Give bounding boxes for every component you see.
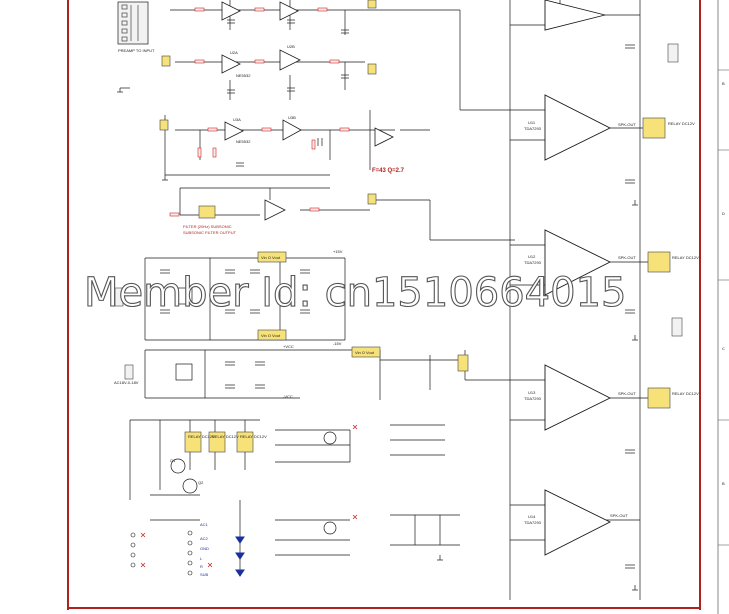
spk-out-3: SPK-OUT [618,391,636,396]
preamp-pots [159,0,377,219]
conn-gnd: GND [200,546,209,551]
spk-out-2: SPK-OUT [618,255,636,260]
supply-output-connector [457,354,469,372]
no-connect-marks [140,424,358,568]
zone-ticks [718,69,729,546]
amp-relay-3: RELAY DC12V [672,391,699,396]
rail-vcc-2: -VCC [283,394,293,399]
filter-q-label: F=43 Q=2.7 [372,168,405,174]
preamp-opamps [221,1,394,221]
conn-sub: SUB [200,572,209,577]
u2b-label: U2B [287,44,295,49]
amp-u11: U11 [528,120,536,125]
spk-out-1: SPK-OUT [618,122,636,127]
svg-text:FILTER (20Hz) SUBSONIC: FILTER (20Hz) SUBSONIC [183,224,232,229]
rail-vcc-1: +VCC [283,344,294,349]
ground-symbols [117,88,638,591]
prot-q2: Q2 [198,480,204,485]
opamp-part-2: NE5532 [236,139,251,144]
amp-relays [642,117,671,409]
prot-q1: Q1 [170,458,176,463]
bridge-rectifiers [175,287,193,381]
prot-relay-1: RELAY DC12V [188,434,215,439]
amp-part-1: TDA7293 [524,126,542,131]
output-connectors [667,43,683,337]
amp-u14: U14 [528,514,536,519]
preamp-resistors [169,7,350,217]
spk-out-4: SPK-OUT [610,513,628,518]
bottom-connectors [130,530,193,576]
rail-15-2: -15V [333,341,342,346]
leds [235,536,245,577]
rail-15-1: +15V [333,249,343,254]
amp-relay-1: RELAY DC12V [668,121,695,126]
amp-u13: U13 [528,390,536,395]
zone-letter-1: B [722,81,725,86]
regulator-label-3: Vin O Vout [355,350,375,355]
u3a-label: U3A [233,117,241,122]
watermark: Member Id: cn1510664015 [84,270,626,316]
amp-part-3: TDA7293 [524,396,542,401]
regulator-label-2: Vin O Vout [261,333,281,338]
conn-ac2: AC2 [200,536,209,541]
preamp-input-label: PREAMP TO INPUT [118,48,155,53]
amp-part-4: TDA7293 [524,520,542,525]
prot-relay-2: RELAY DC12V [212,434,239,439]
u3b-label: U3B [288,115,296,120]
preamp-labels-red: FILTER (20Hz) SUBSONIC SUBSONIC FILTER O… [183,224,237,235]
conn-l: L [200,556,203,561]
zone-letter-3: C [722,346,725,351]
opamp-part-1: NE5532 [236,73,251,78]
zone-letter-2: D [722,211,725,216]
amp-u12: U12 [528,254,536,259]
conn-ac1: AC1 [200,522,209,527]
ac-connectors [114,287,134,380]
u2a-label: U2A [230,50,238,55]
preamp-caps [227,19,349,167]
regulator-label-1: Vin O Vout [261,255,281,260]
supply-section [144,257,460,400]
conn-r: R [200,564,203,569]
power-amp-triangles [544,0,612,556]
ac-label: AC18V-0-18V [114,380,139,385]
protection-relays [184,431,254,453]
zone-letter-4: B [722,481,725,486]
svg-text:SUBSONIC FILTER OUTPUT: SUBSONIC FILTER OUTPUT [183,230,237,235]
regulators [257,251,381,358]
amp-part-2: TDA7293 [524,260,542,265]
amp-relay-2: RELAY DC12V [672,255,699,260]
prot-relay-3: RELAY DC12V [240,434,267,439]
